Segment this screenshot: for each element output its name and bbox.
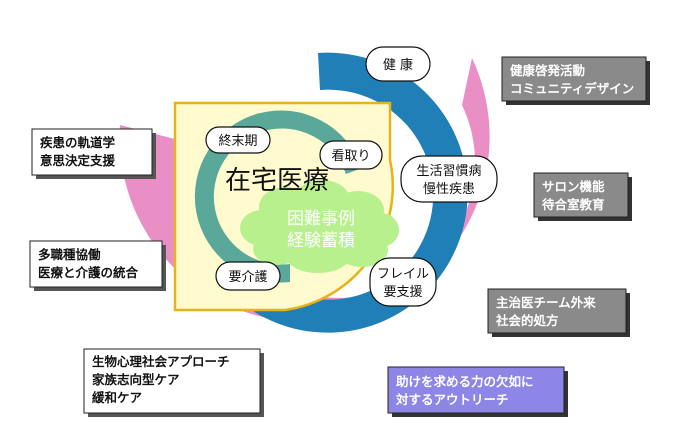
pill-lifestyle-line2: 慢性疾患: [423, 181, 475, 197]
left-box-1-line1: 疾患の軌道学: [40, 135, 116, 150]
left-box-3-line1: 生物心理社会アプローチ: [92, 354, 230, 369]
left-box-1-line2: 意思決定支援: [40, 153, 116, 168]
pill-lifestyle-disease: 生活習慣病 慢性疾患: [400, 155, 498, 203]
right-box-health-promotion: 健康啓発活動 コミュニティデザイン: [501, 56, 650, 105]
pill-frailty-line2: 要支援: [383, 285, 422, 300]
pill-health-label: 健 康: [383, 57, 413, 73]
pill-lifestyle-line1: 生活習慣病: [416, 163, 481, 179]
cloud-text-line2: 経験蓄積: [287, 231, 355, 251]
left-box-3-line3: 緩和ケア: [92, 390, 142, 405]
right-box-outreach: 助けを求める力の欠如に 対するアウトリーチ: [387, 366, 568, 417]
right-box-4-line1: 助けを求める力の欠如に: [396, 374, 534, 389]
right-box-1-line1: 健康啓発活動: [510, 63, 585, 78]
left-box-2-line2: 医療と介護の統合: [38, 265, 139, 280]
right-box-1-line2: コミュニティデザイン: [510, 81, 634, 96]
pill-terminal-label: 終末期: [218, 133, 257, 149]
right-box-4-line2: 対するアウトリーチ: [395, 392, 509, 407]
left-box-interprofessional: 多職種協働 医療と介護の統合: [29, 240, 166, 291]
pill-frailty: フレイル 要支援: [369, 257, 437, 307]
right-box-salon: サロン機能 待合室教育: [533, 172, 632, 221]
right-box-3-line1: 主治医チーム外来: [496, 295, 596, 310]
pill-terminal: 終末期: [205, 126, 271, 154]
right-box-3-line2: 社会的処方: [495, 313, 559, 328]
left-box-3-line2: 家族志向型ケア: [92, 372, 180, 387]
right-box-primary-team: 主治医チーム外来 社会的処方: [487, 288, 630, 337]
pill-care-needed-label: 要介護: [228, 269, 267, 285]
pill-end-of-life-label: 看取り: [331, 148, 370, 164]
left-box-2-line1: 多職種協働: [38, 247, 101, 262]
difficult-cases-cloud: [240, 180, 399, 273]
right-box-2-line1: サロン機能: [542, 179, 605, 194]
pill-frailty-line1: フレイル: [377, 267, 429, 282]
pill-end-of-life: 看取り: [319, 140, 383, 170]
right-box-2-line2: 待合室教育: [542, 197, 605, 212]
pill-care-needed: 要介護: [215, 261, 281, 291]
left-box-biopsychosocial: 生物心理社会アプローチ 家族志向型ケア 緩和ケア: [83, 348, 264, 417]
cloud-text-line1: 困難事例: [287, 209, 355, 229]
home-care-title: 在宅医療: [225, 166, 329, 196]
left-box-disease-trajectory: 疾患の軌道学 意思決定支援: [31, 128, 156, 179]
pill-health: 健 康: [365, 46, 431, 82]
